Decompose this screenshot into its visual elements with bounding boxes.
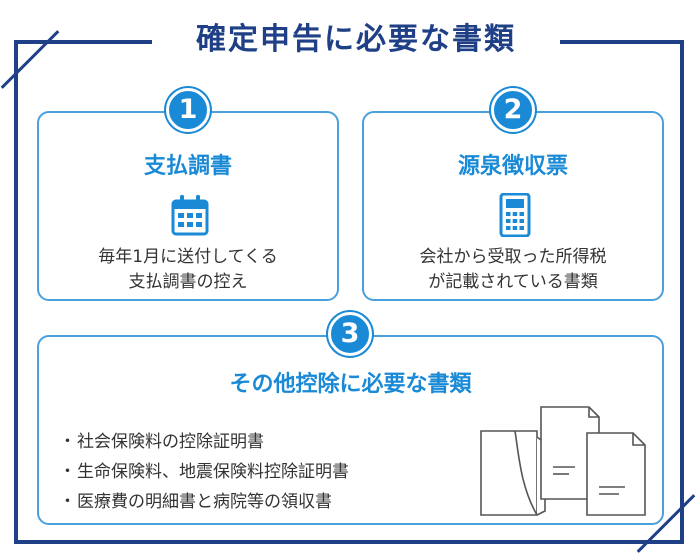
list-item: ・医療費の明細書と病院等の領収書 (59, 487, 349, 517)
calculator-icon (499, 193, 531, 237)
frame-top-right-line (560, 40, 684, 44)
number-badge-2: 2 (491, 88, 535, 132)
card-description: 会社から受取った所得税 が記載されている書類 (364, 245, 662, 295)
description-line-1: 会社から受取った所得税 (419, 247, 607, 267)
frame-left-line (14, 40, 18, 544)
frame-top-left-line (14, 40, 152, 44)
frame-right-line (680, 40, 684, 544)
list-item: ・生命保険料、地震保険料控除証明書 (59, 457, 349, 487)
card-title: その他控除に必要な書類 (229, 372, 472, 397)
number-badge-1: 1 (166, 88, 210, 132)
frame-bottom-line (14, 540, 684, 544)
card-description: 毎年1月に送付してくる 支払調書の控え (39, 245, 337, 295)
document-list: ・社会保険料の控除証明書 ・生命保険料、地震保険料控除証明書 ・医療費の明細書と… (59, 427, 349, 517)
calendar-icon (171, 195, 209, 236)
description-line-2: 支払調書の控え (128, 272, 248, 292)
bullet-marker: ・ (59, 432, 76, 452)
list-item-label: 医療費の明細書と病院等の領収書 (77, 492, 332, 512)
page-title: 確定申告に必要な書類 (196, 22, 516, 57)
description-line-1: 毎年1月に送付してくる (98, 247, 278, 267)
bullet-marker: ・ (59, 462, 76, 482)
card-other-deductions: その他控除に必要な書類 ・社会保険料の控除証明書 ・生命保険料、地震保険料控除証… (37, 335, 664, 525)
corner-slash-top-left (0, 30, 60, 89)
card-title: 源泉徴収票 (457, 154, 568, 179)
description-line-2: が記載されている書類 (428, 272, 598, 292)
card-payment-record: 支払調書 毎年1月に送付してくる 支払調書の控え (37, 111, 339, 301)
card-withholding-slip: 源泉徴収票 会社から受取った所得税 が記載されている書類 (362, 111, 664, 301)
card-title: 支払調書 (143, 154, 232, 179)
document-page-right (586, 432, 646, 516)
number-badge-3: 3 (328, 312, 372, 356)
list-item: ・社会保険料の控除証明書 (59, 427, 349, 457)
list-item-label: 社会保険料の控除証明書 (77, 432, 264, 452)
list-item-label: 生命保険料、地震保険料控除証明書 (77, 462, 349, 482)
documents-icon (480, 406, 646, 516)
bullet-marker: ・ (59, 492, 76, 512)
document-page-left (480, 430, 546, 516)
